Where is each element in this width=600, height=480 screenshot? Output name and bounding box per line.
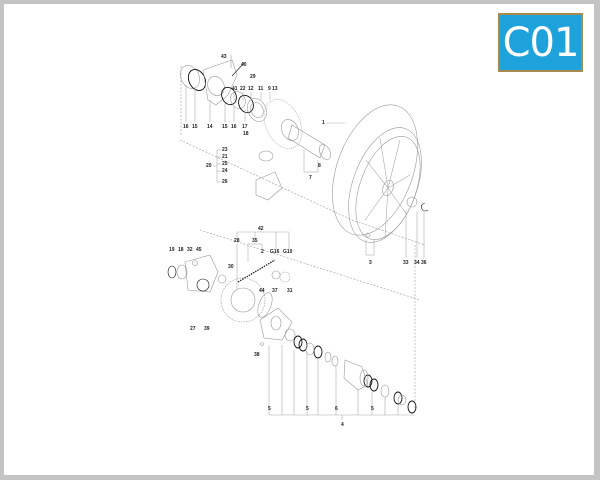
- callout-23: 23: [222, 147, 228, 153]
- callout-22: 22: [240, 86, 246, 92]
- callout-11: 11: [258, 86, 264, 92]
- callout-25: 25: [222, 161, 228, 167]
- callout-13: 13: [272, 86, 278, 92]
- callout-16: 16: [231, 124, 237, 130]
- callout-1: 1: [322, 120, 325, 126]
- callout-4: 4: [341, 422, 344, 428]
- callout-5: 5: [306, 406, 309, 412]
- callout-18: 18: [178, 247, 184, 253]
- callout-30: 30: [228, 264, 234, 270]
- callout-43: 43: [221, 54, 227, 60]
- callout-24: 24: [222, 168, 228, 174]
- callout-21: 21: [222, 154, 228, 160]
- section-code-badge: C01: [498, 13, 583, 72]
- callout-9: 9: [268, 86, 271, 92]
- callout-32: 32: [187, 247, 193, 253]
- callout-28: 28: [234, 238, 240, 244]
- callout-34: 34: [414, 260, 420, 266]
- callout-18: 18: [243, 131, 249, 137]
- callout-27: 27: [190, 326, 196, 332]
- callout-42: 42: [258, 226, 264, 232]
- callout-38: 38: [254, 352, 260, 358]
- callout-16: 16: [183, 124, 189, 130]
- callout-37: 37: [272, 288, 278, 294]
- section-code-label: C01: [502, 19, 580, 66]
- callout-35: 35: [252, 238, 258, 244]
- page-frame: [4, 4, 594, 475]
- callout-26: 26: [222, 179, 228, 185]
- callout-40: 40: [241, 62, 247, 68]
- callout-5: 5: [268, 406, 271, 412]
- callout-19: 19: [169, 247, 175, 253]
- part-callouts: 43 40 29 41 22 12 11 9 13 16 15 14 15 16…: [169, 54, 427, 428]
- callout-36: 36: [421, 260, 427, 266]
- callout-44: 44: [259, 288, 265, 294]
- callout-5: 5: [371, 406, 374, 412]
- callout-2: 2: [261, 249, 264, 255]
- callout-12: 12: [248, 86, 254, 92]
- callout-15: 15: [192, 124, 198, 130]
- callout-39: 39: [204, 326, 210, 332]
- callout-g10: G10: [283, 249, 293, 255]
- callout-15: 15: [222, 124, 228, 130]
- callout-41: 41: [232, 86, 238, 92]
- callout-33: 33: [403, 260, 409, 266]
- callout-45: 45: [196, 247, 202, 253]
- callout-g16: G16: [270, 249, 280, 255]
- callout-29: 29: [250, 74, 256, 80]
- callout-20: 20: [206, 163, 212, 169]
- callout-3: 3: [369, 260, 372, 266]
- callout-17: 17: [242, 124, 248, 130]
- callout-31: 31: [287, 288, 293, 294]
- callout-6: 6: [335, 406, 338, 412]
- callout-8: 8: [318, 163, 321, 169]
- callout-7: 7: [309, 175, 312, 181]
- callout-14: 14: [207, 124, 213, 130]
